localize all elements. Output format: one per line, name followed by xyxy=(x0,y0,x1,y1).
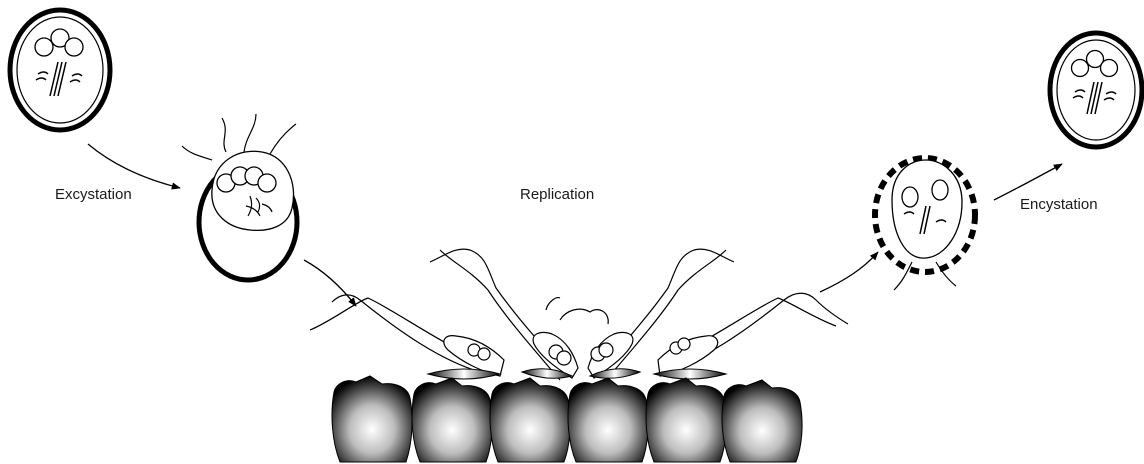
trophozoite-icon xyxy=(310,295,504,376)
epithelial-cell-icon xyxy=(490,378,570,462)
arrow-icon xyxy=(820,252,878,292)
trophozoite-icon xyxy=(658,293,848,376)
excyzoite-icon xyxy=(182,114,297,280)
trophozoite-icon xyxy=(560,249,734,380)
encystation-label: Encystation xyxy=(1020,196,1098,213)
excystation-label: Excystation xyxy=(55,186,132,203)
epithelial-cell-icon xyxy=(646,378,726,462)
encysting-cell-icon xyxy=(875,158,975,290)
epithelium xyxy=(332,376,802,462)
epithelial-cell-icon xyxy=(412,378,492,462)
giardia-cyst-icon xyxy=(1050,33,1142,147)
arrow-icon xyxy=(304,260,356,306)
epithelial-cell-icon xyxy=(568,378,648,462)
epithelial-cell-icon xyxy=(722,380,802,462)
giardia-cyst-icon xyxy=(10,10,110,130)
arrow-icon xyxy=(88,144,180,188)
epithelial-cell-icon xyxy=(332,376,412,462)
replication-label: Replication xyxy=(520,186,594,203)
arrow-icon xyxy=(994,164,1062,200)
